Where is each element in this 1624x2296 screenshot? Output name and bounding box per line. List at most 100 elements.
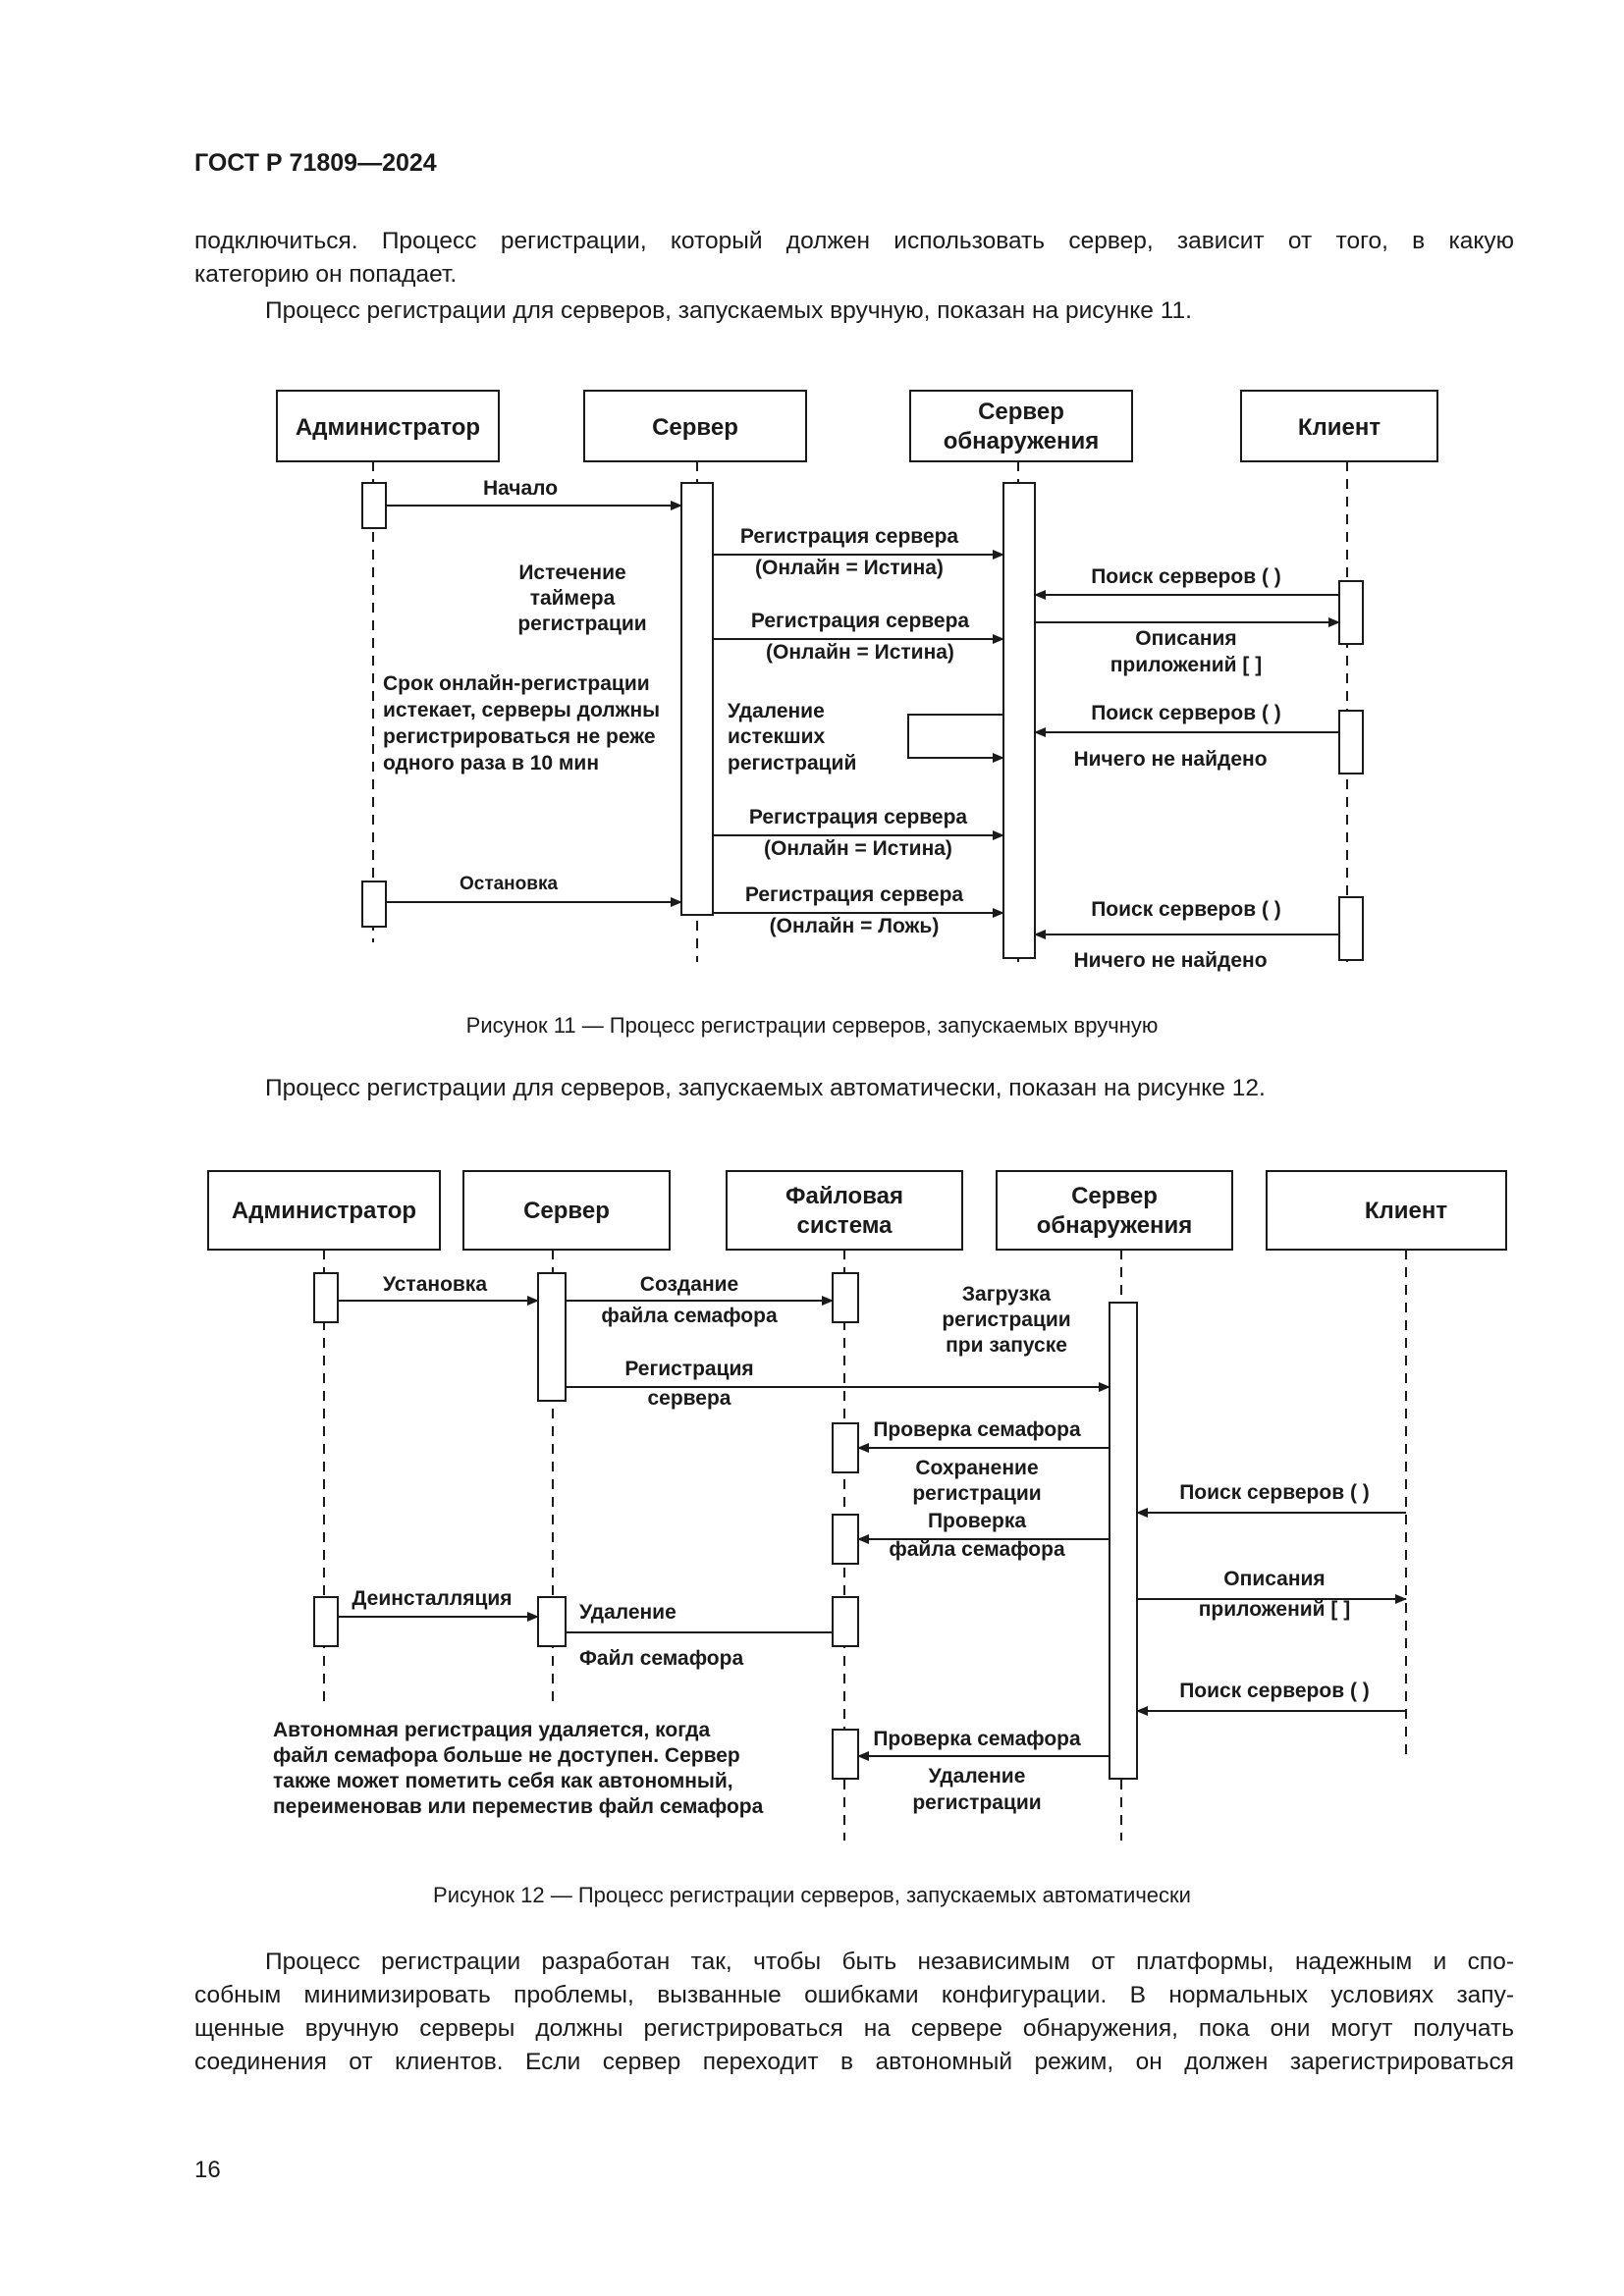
message-label-delete: Удаление (579, 1601, 677, 1624)
message-label-save-registration: регистрации (912, 1482, 1041, 1505)
actor-server-label: Сервер (523, 1198, 610, 1224)
activation-administrator (313, 1596, 339, 1647)
timer-note-label: Истечение (518, 561, 625, 584)
actor-client-label: Клиент (1365, 1198, 1447, 1224)
message-label-delete-registration: регистрации (912, 1791, 1041, 1814)
timer-note-label: регистрации (517, 613, 646, 635)
message-label-registration: (Онлайн = Истина) (764, 837, 952, 860)
activation-filesystem (832, 1596, 859, 1647)
message-label-registration: Регистрация сервера (751, 610, 970, 632)
actor-discovery-label: обнаружения (944, 428, 1100, 454)
message-label-registration: (Онлайн = Истина) (766, 641, 954, 664)
actor-administrator-label: Администратор (232, 1198, 416, 1224)
message-label-app-descriptions: Описания (1135, 627, 1236, 650)
actor-administrator-box (207, 1170, 441, 1251)
offline-note-label: Автономная регистрация удаляется, когда (273, 1719, 711, 1741)
activation-filesystem (832, 1729, 859, 1780)
offline-note-label: также может пометить себя как автономный… (273, 1770, 733, 1792)
activation-discovery (1002, 482, 1036, 959)
activation-discovery (1109, 1302, 1138, 1780)
actor-discovery-box (996, 1170, 1233, 1251)
message-label-registration: (Онлайн = Истина) (755, 557, 944, 579)
message-label-register-server: сервера (647, 1387, 731, 1410)
expiry-note-label: истекает, серверы должны (383, 699, 660, 721)
paragraph-line: категорию он попадает. (194, 261, 458, 288)
startup-load-label: при запуске (946, 1334, 1067, 1357)
message-label-check-semaphore-file: файла семафора (889, 1538, 1065, 1561)
activation-administrator (361, 482, 387, 529)
message-label-registration: Регистрация сервера (740, 525, 959, 548)
paragraph-figure12-intro: Процесс регистрации для серверов, запуск… (265, 1075, 1266, 1101)
actor-server-box (583, 390, 807, 462)
message-label-stop: Остановка (460, 874, 558, 894)
actor-administrator-box (276, 390, 500, 462)
actor-discovery-box (909, 390, 1133, 462)
activation-filesystem (832, 1514, 859, 1565)
paragraph-line: подключиться. Процесс регистрации, котор… (194, 228, 1514, 254)
activation-filesystem (832, 1422, 859, 1473)
expiry-note-label: одного раза в 10 мин (383, 752, 599, 774)
paragraph-line: соединения от клиентов. Если сервер пере… (194, 2049, 1514, 2075)
message-label-create-semaphore: Создание (640, 1273, 738, 1296)
document-code: ГОСТ Р 71809—2024 (194, 149, 437, 177)
page-number: 16 (194, 2157, 221, 2183)
activation-client (1338, 580, 1364, 645)
message-label-register-server: Регистрация (624, 1358, 753, 1380)
message-label-delete-expired: истекших (728, 725, 825, 748)
actor-filesystem-label: Файловая (785, 1183, 903, 1209)
actor-client-label: Клиент (1298, 414, 1380, 441)
expiry-note-label: регистрироваться не реже (383, 725, 656, 748)
actor-filesystem-label: система (796, 1212, 893, 1239)
message-label-nothing-found: Ничего не найдено (1073, 748, 1267, 771)
message-label-find-servers: Поиск серверов ( ) (1179, 1680, 1370, 1702)
activation-filesystem (832, 1272, 859, 1323)
figure-12-caption: Рисунок 12 — Процесс регистрации серверо… (433, 1883, 1191, 1907)
figure-11-sequence-diagram: Администратор Сервер Сервер обнаружения … (276, 390, 1438, 972)
message-label-start: Начало (483, 477, 558, 500)
actor-discovery-label: обнаружения (1037, 1212, 1193, 1239)
activation-server (537, 1272, 567, 1402)
message-label-save-registration: Сохранение (915, 1457, 1038, 1479)
paragraph-figure11-intro: Процесс регистрации для серверов, запуск… (265, 297, 1192, 324)
actor-administrator-label: Администратор (296, 414, 480, 441)
message-label-uninstall: Деинсталляция (352, 1587, 512, 1610)
message-label-app-descriptions: Описания (1223, 1568, 1325, 1590)
message-label-delete-registration: Удаление (929, 1765, 1026, 1788)
actor-client-box (1266, 1170, 1507, 1251)
figure-12-sequence-diagram: Администратор Сервер Файловая система Се… (207, 1170, 1507, 1841)
actor-filesystem-box (726, 1170, 963, 1251)
message-label-check-semaphore-file: Проверка (928, 1510, 1026, 1532)
message-label-find-servers: Поиск серверов ( ) (1091, 898, 1281, 921)
message-label-nothing-found: Ничего не найдено (1073, 949, 1267, 972)
activation-administrator (361, 881, 387, 928)
activation-server (680, 482, 714, 916)
actor-client-box (1240, 390, 1438, 462)
message-label-app-descriptions: приложений [ ] (1110, 654, 1263, 676)
message-label-semaphore-file: Файл семафора (579, 1647, 743, 1670)
timer-note-label: таймера (530, 587, 616, 610)
message-label-check-semaphore: Проверка семафора (873, 1418, 1081, 1441)
message-label-registration-offline: (Онлайн = Ложь) (770, 915, 940, 937)
offline-note-label: переименовав или переместив файл семафор… (273, 1795, 764, 1818)
message-label-install: Установка (383, 1273, 487, 1296)
activation-client (1338, 710, 1364, 774)
actor-server-label: Сервер (652, 414, 738, 441)
paragraph-line: щенные вручную серверы должны регистриро… (194, 2015, 1514, 2042)
figure-11-caption: Рисунок 11 — Процесс регистрации серверо… (465, 1013, 1159, 1038)
paragraph-line: собным минимизировать проблемы, вызванны… (194, 1982, 1514, 2008)
message-label-find-servers: Поиск серверов ( ) (1091, 702, 1281, 724)
message-label-app-descriptions: приложений [ ] (1199, 1598, 1351, 1621)
actor-server-box (462, 1170, 671, 1251)
message-label-find-servers: Поиск серверов ( ) (1091, 565, 1281, 588)
message-label-create-semaphore: файла семафора (601, 1305, 778, 1327)
activation-administrator (313, 1272, 339, 1323)
message-label-registration: Регистрация сервера (749, 806, 968, 828)
offline-note-label: файл семафора больше не доступен. Сервер (273, 1744, 740, 1767)
message-label-check-semaphore: Проверка семафора (873, 1728, 1081, 1750)
self-message-delete-expired (907, 714, 1004, 763)
startup-load-label: регистрации (942, 1308, 1070, 1331)
activation-client (1338, 896, 1364, 961)
startup-load-label: Загрузка (962, 1283, 1051, 1306)
actor-discovery-label: Сервер (978, 399, 1064, 425)
message-label-registration-offline: Регистрация сервера (745, 883, 964, 906)
